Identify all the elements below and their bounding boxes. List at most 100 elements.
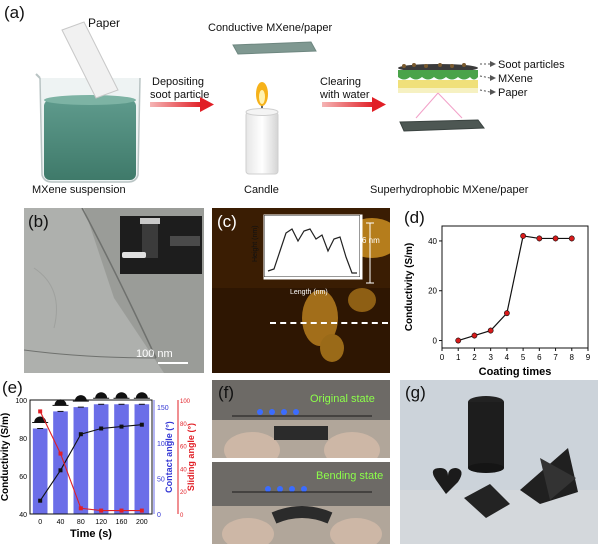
d-data-point [536, 235, 543, 242]
e-droplet-icon [54, 399, 67, 406]
panel-b-tem-image [24, 208, 204, 373]
e-bar [134, 404, 150, 514]
e-red-tick: 0 [180, 513, 184, 519]
d-ytick-label: 20 [428, 287, 437, 296]
result-label: Superhydrophobic MXene/paper [370, 184, 529, 196]
e-left-tick: 80 [19, 436, 27, 443]
d-data-point [520, 233, 527, 239]
e-left-tick: 100 [15, 398, 27, 405]
beaker-icon [35, 73, 141, 183]
d-data-point [471, 332, 478, 339]
e-bar [73, 407, 89, 514]
panel-d-label: (d) [404, 208, 425, 227]
e-sliding-point [139, 508, 144, 513]
e-plot-frame [29, 399, 153, 515]
panel-a-label: (a) [4, 3, 25, 22]
e-blue-axis-label: Contact angle (°) [164, 421, 174, 493]
bending-state-label: Bending state [316, 470, 384, 482]
e-xtick-label: 120 [95, 519, 107, 526]
e-left-axis-label: Conductivity (S/m) [0, 413, 11, 501]
e-conductivity-line [39, 424, 142, 502]
e-droplet-icon [135, 392, 148, 399]
afm-line-scan [270, 322, 388, 324]
d-xtick-label: 1 [456, 353, 461, 362]
d-plot-frame [441, 225, 589, 349]
e-left-tick: 60 [19, 474, 27, 481]
e-xtick-label: 160 [116, 519, 128, 526]
candle-icon [245, 82, 279, 175]
e-conductivity-point [139, 422, 144, 427]
conductive-paper-icon [232, 41, 317, 55]
panel-f-bending-photo [212, 462, 390, 544]
step1-line2: soot particle [150, 89, 210, 101]
d-xtick-label: 6 [537, 353, 542, 362]
step2-line1: Clearing [320, 76, 361, 88]
afm-height-marker: 6 nm [362, 236, 380, 245]
panel-b-label: (b) [28, 212, 49, 231]
e-conductivity-point [119, 424, 124, 429]
layer-soot-label: Soot particles [498, 59, 565, 71]
conductive-label: Conductive MXene/paper [208, 22, 333, 34]
panel-e-label: (e) [2, 378, 23, 397]
e-blue-tick: 100 [157, 441, 169, 448]
panel-c-label: (c) [217, 212, 237, 231]
e-bar [32, 428, 48, 514]
e-droplet-icon [115, 392, 128, 399]
layer-structure-icon [398, 61, 496, 132]
e-red-tick: 20 [180, 490, 187, 496]
d-ytick-label: 40 [428, 237, 437, 246]
d-data-point [455, 337, 462, 344]
e-red-axis-label: Sliding angle (°) [186, 423, 196, 491]
e-blue-tick: 0 [157, 512, 161, 519]
e-xtick-label: 0 [38, 519, 42, 526]
e-red-tick: 60 [180, 445, 187, 451]
d-xtick-label: 5 [521, 353, 526, 362]
panel-g-photo [400, 380, 598, 544]
d-xtick-label: 2 [472, 353, 477, 362]
d-series-line [458, 235, 572, 342]
e-conductivity-point [99, 426, 104, 431]
original-state-label: Original state [310, 393, 375, 405]
d-xtick-label: 0 [440, 353, 445, 362]
d-ytick-label: 0 [433, 337, 438, 346]
e-conductivity-point [58, 468, 63, 473]
e-blue-tick: 50 [157, 476, 165, 483]
candle-label: Candle [244, 184, 279, 196]
layer-paper-label: Paper [498, 87, 528, 99]
e-sliding-point [119, 508, 124, 513]
panel-f-label: (f) [218, 383, 235, 402]
d-data-point [552, 235, 559, 242]
arrow-2-icon [322, 97, 386, 112]
e-bar [53, 411, 68, 514]
afm-inset-xlabel: Length (nm) [290, 289, 328, 296]
tem-scale-label: 100 nm [136, 348, 173, 360]
e-red-tick: 40 [180, 467, 187, 473]
e-bar [114, 404, 129, 514]
afm-inset-ylabel: Height (nm) [252, 225, 259, 262]
d-xtick-label: 9 [586, 353, 591, 362]
e-sliding-line [39, 411, 142, 512]
e-sliding-point [99, 508, 104, 513]
d-xtick-label: 7 [553, 353, 558, 362]
arrow-1-icon [150, 97, 214, 112]
d-data-point [503, 310, 510, 317]
panel-g-label: (g) [405, 383, 426, 402]
e-xlabel: Time (s) [70, 528, 112, 540]
e-red-tick: 80 [180, 422, 187, 428]
layer-mxene-label: MXene [498, 73, 533, 85]
d-xtick-label: 8 [570, 353, 575, 362]
paper-label: Paper [88, 16, 121, 30]
e-left-tick: 40 [19, 512, 27, 519]
e-sliding-point [78, 506, 83, 511]
e-xtick-label: 80 [77, 519, 85, 526]
panel-a-schematic [0, 0, 600, 200]
d-xtick-label: 4 [505, 353, 510, 362]
afm-inset-profile [263, 214, 361, 278]
step1-line1: Depositing [152, 76, 204, 88]
e-bar [93, 404, 109, 514]
d-ylabel: Conductivity (S/m) [404, 243, 415, 331]
e-conductivity-point [38, 498, 43, 503]
d-data-point [487, 327, 494, 334]
e-droplet-icon [95, 392, 108, 399]
